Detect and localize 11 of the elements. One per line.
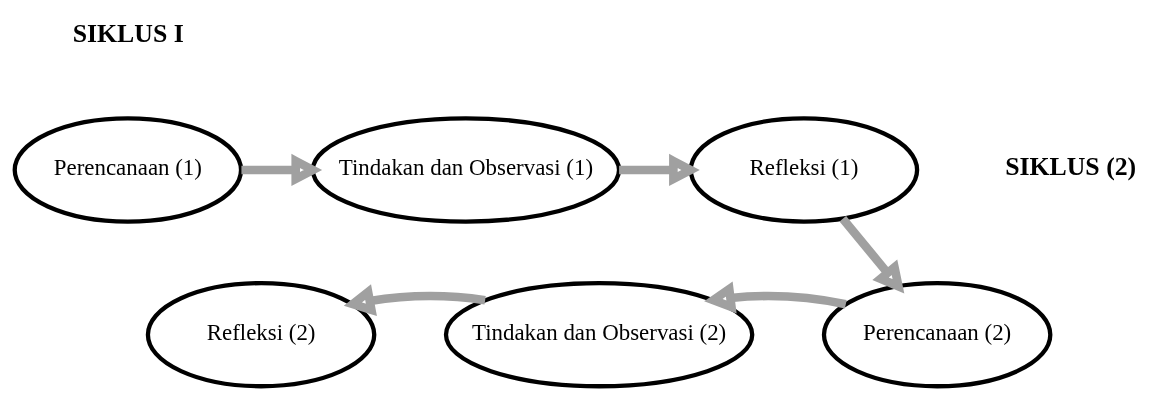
arrow (241, 153, 323, 187)
arrow (343, 284, 486, 317)
arrow (704, 281, 847, 314)
label: SIKLUS (2) (1005, 151, 1137, 181)
node-ellipse: Refleksi (1) (688, 116, 920, 224)
node-ellipse: Tindakan dan Observasi (1) (310, 116, 622, 224)
node-ellipse: Perencanaan (2) (821, 281, 1053, 389)
node-ellipse: Perencanaan (1) (12, 116, 244, 224)
label: SIKLUS I (72, 18, 184, 48)
arrow (619, 153, 700, 187)
arrow (839, 215, 905, 294)
